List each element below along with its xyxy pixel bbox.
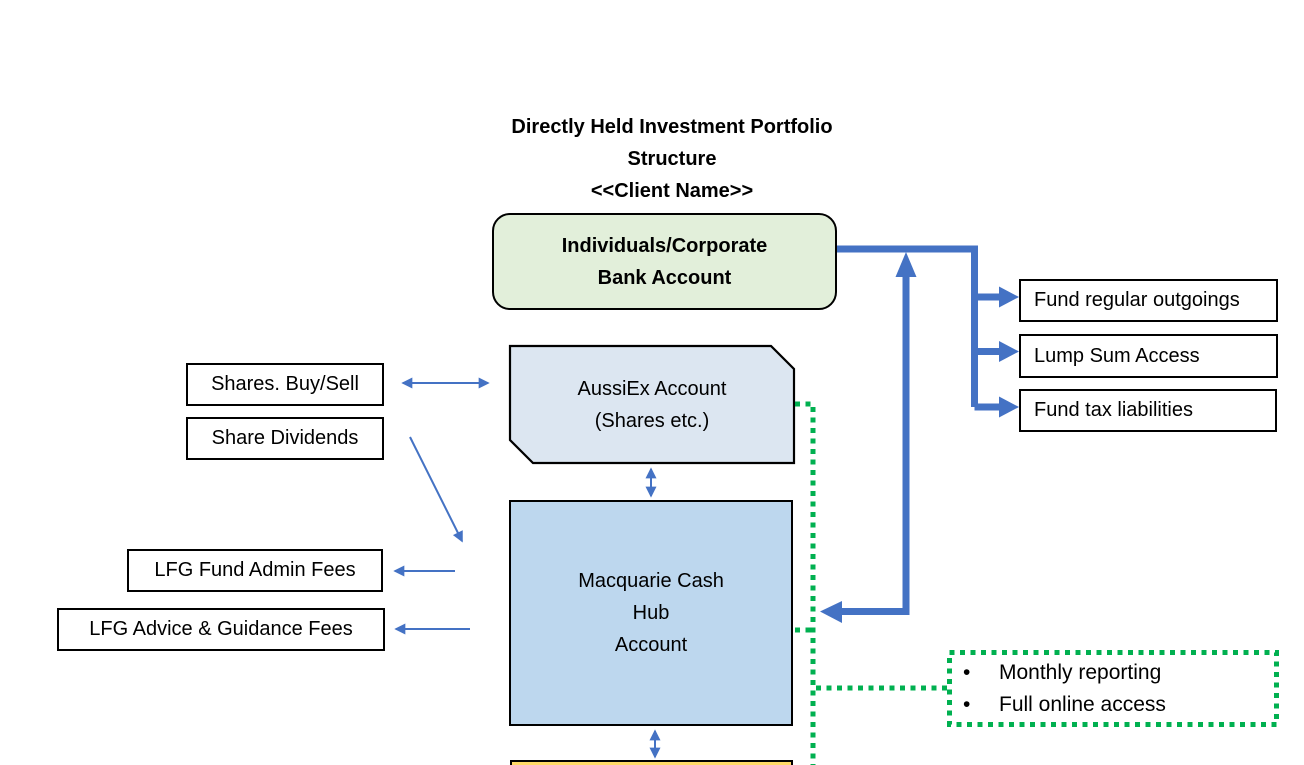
diagram-title: Directly Held Investment Portfolio Struc… — [372, 111, 972, 207]
bank-account-label-1: Individuals/Corporate — [561, 234, 768, 257]
bank-account-node: Individuals/Corporate Bank Account — [492, 213, 837, 310]
bullet-icon: • — [963, 693, 971, 716]
arrowhead-fund-regular-outgoings — [999, 286, 1019, 308]
macquarie-cash-hub-node: Macquarie Cash Hub Account — [509, 500, 793, 726]
fund-tax-liabilities-node: Fund tax liabilities — [1019, 389, 1277, 432]
bank-account-label-2: Bank Account — [597, 266, 732, 289]
arrowhead-up-to-bank — [895, 252, 917, 277]
lfg-advice-guidance-fees-label: LFG Advice & Guidance Fees — [89, 618, 353, 640]
lump-sum-access-node: Lump Sum Access — [1019, 334, 1278, 378]
lfg-fund-admin-fees-label: LFG Fund Admin Fees — [154, 559, 356, 581]
bottom-partial-node — [510, 760, 793, 765]
share-dividends-label: Share Dividends — [211, 427, 359, 449]
macquarie-label-1: Macquarie Cash — [578, 570, 724, 592]
dividends-diagonal-arrow — [409, 436, 463, 543]
macquarie-bank-connector — [841, 276, 910, 615]
reporting-item: • Full online access — [958, 689, 1166, 721]
lfg-fund-admin-fees-node: LFG Fund Admin Fees — [127, 549, 383, 592]
bullet-icon: • — [963, 661, 971, 684]
reporting-callout: • Monthly reporting • Full online access — [958, 657, 1270, 721]
reporting-item-label: Full online access — [999, 693, 1166, 716]
aussiex-label-1: AussiEx Account — [577, 377, 727, 400]
lump-sum-access-label: Lump Sum Access — [1034, 344, 1200, 367]
shares-buy-sell-label: Shares. Buy/Sell — [211, 373, 359, 395]
macquarie-label-2: Hub — [632, 602, 670, 624]
title-line-2: Structure — [627, 148, 717, 170]
aussiex-account-node: AussiEx Account (Shares etc.) — [510, 346, 794, 463]
macquarie-label-3: Account — [614, 634, 688, 656]
title-line-1: Directly Held Investment Portfolio — [511, 116, 833, 138]
reporting-item: • Monthly reporting — [958, 657, 1161, 689]
reporting-item-label: Monthly reporting — [999, 661, 1162, 684]
arrowhead-fund-tax-liabilities — [999, 396, 1019, 418]
arrowhead-lump-sum-access — [999, 341, 1019, 362]
share-dividends-node: Share Dividends — [186, 417, 384, 460]
aussiex-account-shape — [508, 344, 796, 465]
aussiex-dotted-connector — [795, 401, 816, 765]
arrowhead-into-macquarie — [820, 601, 842, 623]
title-line-3: <<Client Name>> — [590, 180, 754, 202]
fund-tax-liabilities-label: Fund tax liabilities — [1034, 399, 1193, 421]
shares-buy-sell-node: Shares. Buy/Sell — [186, 363, 384, 406]
lfg-advice-guidance-fees-node: LFG Advice & Guidance Fees — [57, 608, 385, 651]
aussiex-label-2: (Shares etc.) — [594, 409, 710, 432]
fund-regular-outgoings-node: Fund regular outgoings — [1019, 279, 1278, 322]
fund-regular-outgoings-label: Fund regular outgoings — [1034, 289, 1240, 311]
